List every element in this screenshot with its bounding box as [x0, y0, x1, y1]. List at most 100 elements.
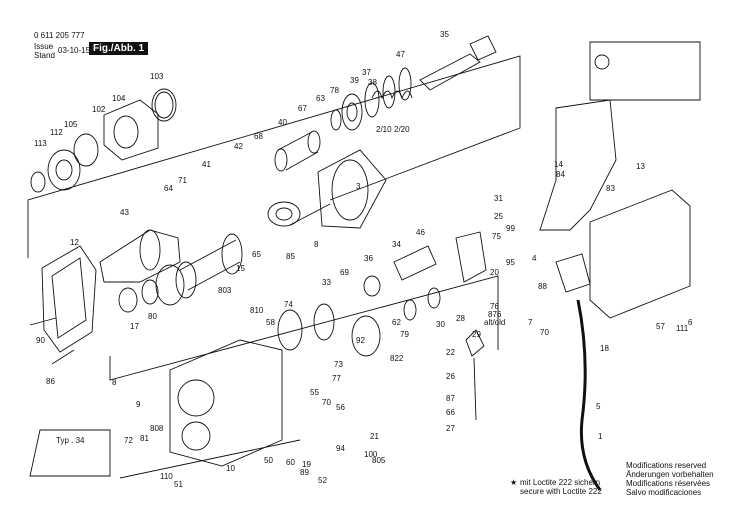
part-label: 41 — [202, 160, 211, 169]
part-label: 71 — [178, 176, 187, 185]
part-label: 111 — [676, 324, 689, 333]
part-label: 72 — [124, 436, 133, 445]
part-label: 35 — [440, 30, 449, 39]
part-label: 50 — [264, 456, 273, 465]
part-label: 38 — [368, 78, 377, 87]
part-label: 110 — [160, 472, 173, 481]
loctite-note-en: secure with Loctite 222 — [520, 487, 602, 496]
loctite-star-icon: ★ — [510, 478, 518, 487]
issue-label: Issue — [34, 42, 54, 51]
part-label: 33 — [322, 278, 331, 287]
part-label: 87 — [446, 394, 455, 403]
part-label: 78 — [330, 86, 339, 95]
part-label: 22 — [446, 348, 455, 357]
part-label: 52 — [318, 476, 327, 485]
part-label: 803 — [218, 286, 232, 295]
part-label: 85 — [286, 252, 295, 261]
part-label: 65 — [252, 250, 261, 259]
part-label: 39 — [350, 76, 359, 85]
part-label: 100 — [364, 450, 378, 459]
part-label: 70 — [540, 328, 549, 337]
modifications-note-2: Änderungen vorbehalten — [626, 470, 714, 479]
part-label: 28 — [456, 314, 465, 323]
part-label: 14 — [554, 160, 563, 169]
part-label: 25 — [494, 212, 503, 221]
part-label: 75 — [492, 232, 501, 241]
part-label: 17 — [130, 322, 139, 331]
part-label: 47 — [396, 50, 405, 59]
stand-label: Stand — [34, 51, 55, 60]
part-label: 81 — [140, 434, 149, 443]
part-label: 15 — [236, 264, 245, 273]
part-label: 1 — [598, 432, 603, 441]
part-label: 51 — [174, 480, 183, 489]
part-label: 102 — [92, 105, 106, 114]
part-label: 83 — [606, 184, 615, 193]
part-label: 40 — [278, 118, 287, 127]
part-label: 104 — [112, 94, 126, 103]
part-label: 12 — [70, 238, 79, 247]
part-label: 80 — [148, 312, 157, 321]
part-label: 29 — [472, 330, 481, 339]
part-label: 60 — [286, 458, 295, 467]
part-label: 43 — [120, 208, 129, 217]
part-label: 10 — [226, 464, 235, 473]
part-label: 69 — [340, 268, 349, 277]
part-label: 64 — [164, 184, 173, 193]
part-label: 34 — [392, 240, 401, 249]
part-label: 74 — [284, 300, 293, 309]
part-label: 36 — [364, 254, 373, 263]
part-label: 58 — [266, 318, 275, 327]
part-label: 21 — [370, 432, 379, 441]
part-label: 5 — [596, 402, 601, 411]
part-label: 99 — [506, 224, 515, 233]
modifications-note-4: Salvo modificaciones — [626, 488, 702, 497]
part-label: 2/10 — [376, 125, 392, 134]
part-label: 13 — [636, 162, 645, 171]
part-label: 822 — [390, 354, 404, 363]
part-label: 9 — [136, 400, 141, 409]
part-label: 8 — [314, 240, 319, 249]
figure-label: Fig./Abb. 1 — [89, 42, 149, 55]
part-label: 876 — [488, 310, 502, 319]
part-label: 105 — [64, 120, 78, 129]
part-label: 55 — [310, 388, 319, 397]
part-label: 37 — [362, 68, 371, 77]
part-label: 103 — [150, 72, 164, 81]
part-label: 27 — [446, 424, 455, 433]
part-label: 76 — [490, 302, 499, 311]
part-label: 113 — [34, 139, 47, 148]
part-label: 18 — [600, 344, 609, 353]
part-label: 30 — [436, 320, 445, 329]
modifications-note-1: Modifications reserved — [626, 461, 707, 470]
part-label: 68 — [254, 132, 263, 141]
part-label: 8 — [112, 378, 117, 387]
part-label: 810 — [250, 306, 264, 315]
part-label: 3 — [356, 182, 361, 191]
part-label: 6 — [688, 318, 693, 327]
part-label: 86 — [46, 377, 55, 386]
issue-date: 03-10-15 — [58, 46, 91, 55]
part-label: 56 — [336, 403, 345, 412]
part-label: 95 — [506, 258, 515, 267]
part-label: 805 — [372, 456, 386, 465]
part-label: 66 — [446, 408, 455, 417]
part-label: 89 — [300, 468, 309, 477]
part-label: 88 — [538, 282, 547, 291]
part-label: 77 — [332, 374, 341, 383]
part-label: 20 — [490, 268, 499, 277]
part-label: 84 — [556, 170, 565, 179]
part-label: 62 — [392, 318, 401, 327]
part-label: 4 — [532, 254, 537, 263]
part-label: 19 — [302, 460, 311, 469]
modifications-note-3: Modifications réservées — [626, 479, 711, 488]
doc-number: 0 611 205 777 — [34, 31, 85, 40]
typ-label: Typ . 34 — [56, 436, 85, 445]
part-label: 112 — [50, 128, 63, 137]
part-label: 92 — [356, 336, 365, 345]
loctite-note-de: mit Loctite 222 sichern — [520, 478, 601, 487]
part-label: 42 — [234, 142, 243, 151]
part-label: 90 — [36, 336, 45, 345]
